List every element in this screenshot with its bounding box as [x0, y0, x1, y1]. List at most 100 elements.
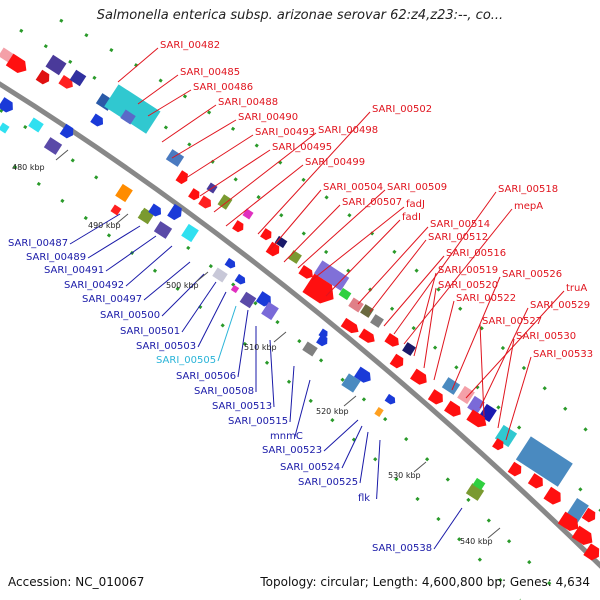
leader-fwd-22	[433, 300, 455, 381]
leader-fwd-1	[137, 74, 179, 105]
gene-box-9	[165, 149, 185, 167]
gene-label: SARI_00490	[238, 112, 298, 123]
gene-label: fadI	[402, 212, 421, 223]
gene-arrow-28	[340, 317, 359, 334]
gene-arrow-3	[35, 69, 50, 85]
gene-arrow-44	[507, 461, 522, 477]
gene-arrow-20	[265, 241, 280, 257]
gene-label: SARI_00507	[342, 197, 402, 208]
gene-label: SARI_00514	[430, 219, 490, 230]
leader-rev-18	[433, 507, 463, 550]
tick-mark-2	[195, 271, 209, 283]
gene-box-72	[302, 341, 318, 357]
gene-box-70	[261, 301, 279, 321]
gene-arrow-67	[234, 273, 246, 285]
leader-fwd-16	[369, 239, 427, 313]
leader-fwd-4	[171, 119, 237, 159]
leader-fwd-0	[117, 47, 159, 83]
gene-label: SARI_00526	[502, 269, 562, 280]
leader-fwd-2	[147, 89, 192, 117]
gene-arrow-1	[5, 53, 27, 74]
gene-box-18	[274, 235, 288, 249]
tick-label: 490 kbp	[88, 221, 121, 230]
gene-arrow-32	[389, 353, 404, 369]
gene-box-25	[348, 297, 364, 313]
gene-arrow-23	[302, 273, 334, 304]
gene-label: SARI_00512	[428, 232, 488, 243]
gene-box-80	[472, 477, 486, 491]
gene-label: mnmC	[270, 431, 303, 442]
gene-label: SARI_00529	[530, 300, 590, 311]
gene-box-58	[115, 183, 133, 203]
leader-fwd-3	[161, 104, 217, 143]
gene-label: SARI_00482	[160, 40, 220, 51]
leader-fwd-17	[383, 255, 445, 327]
gene-arrow-21	[298, 264, 313, 279]
leader-rev-13	[294, 379, 311, 438]
gene-box-59	[110, 204, 122, 216]
gene-arrow-62	[167, 203, 182, 221]
gene-label: SARI_00513	[212, 401, 272, 412]
gene-label: truA	[566, 283, 587, 294]
leader-fwd-18	[393, 191, 497, 335]
gene-box-35	[457, 385, 475, 405]
gene-label: SARI_00509	[387, 182, 447, 193]
gene-box-5	[69, 69, 87, 87]
gene-box-63	[153, 221, 173, 239]
gene-box-79	[465, 483, 485, 501]
gene-box-8	[120, 109, 136, 125]
gene-box-19	[288, 250, 302, 264]
leader-rev-17	[376, 439, 381, 500]
leader-fwd-10	[269, 189, 322, 251]
gene-arrow-10	[175, 170, 188, 185]
leader-fwd-23	[451, 276, 501, 391]
guide-dots-1	[0, 108, 567, 600]
gene-label: SARI_00504	[323, 182, 383, 193]
dotted-guide-lines	[0, 18, 600, 600]
gene-arrow-69	[255, 291, 271, 307]
gene-label: SARI_00525	[298, 477, 358, 488]
gene-block-43	[515, 436, 573, 487]
leader-rev-7	[197, 291, 227, 348]
gene-label: SARI_00506	[176, 371, 236, 382]
leader-rev-6	[181, 281, 217, 333]
gene-label: SARI_00516	[446, 248, 506, 259]
leader-rev-4	[143, 261, 191, 301]
leader-rev-0	[69, 213, 121, 245]
gene-label: SARI_00493	[255, 127, 315, 138]
gene-arrow-48	[581, 507, 596, 523]
gene-arrow-52	[0, 97, 13, 113]
gene-box-2	[45, 54, 67, 76]
gene-label: SARI_00502	[372, 104, 432, 115]
gene-box-65	[212, 267, 228, 283]
gene-arrow-50	[571, 525, 593, 546]
gene-label: SARI_00488	[218, 97, 278, 108]
leader-rev-11	[269, 339, 275, 408]
gene-arrow-74	[318, 328, 328, 339]
gene-arrow-40	[444, 400, 461, 417]
gene-label: SARI_00487	[8, 238, 68, 249]
gene-label: SARI_00538	[372, 543, 432, 554]
gene-label: SARI_00489	[26, 252, 86, 263]
gene-label: SARI_00485	[180, 67, 240, 78]
accession-text: Accession: NC_010067	[8, 575, 145, 589]
gene-arrow-11	[188, 188, 200, 201]
leader-fwd-5	[185, 134, 254, 179]
gene-box-0	[0, 47, 14, 63]
tick-mark-6	[487, 527, 501, 539]
label-leaders	[69, 47, 565, 550]
backbone-line	[0, 81, 600, 569]
topology-text: Topology: circular; Length: 4,600,800 bp…	[260, 575, 590, 589]
gene-block-7	[104, 84, 161, 134]
genome-backbone	[0, 81, 600, 569]
tick-label: 530 kbp	[388, 471, 421, 480]
leader-fwd-15	[357, 226, 429, 305]
gene-box-34	[441, 377, 461, 395]
gene-arrow-45	[527, 473, 543, 489]
gene-box-78	[374, 407, 384, 417]
leader-fwd-11	[283, 204, 341, 263]
leader-fwd-13	[311, 206, 405, 281]
gene-arrow-41	[466, 409, 487, 428]
tick-mark-1	[115, 213, 129, 225]
